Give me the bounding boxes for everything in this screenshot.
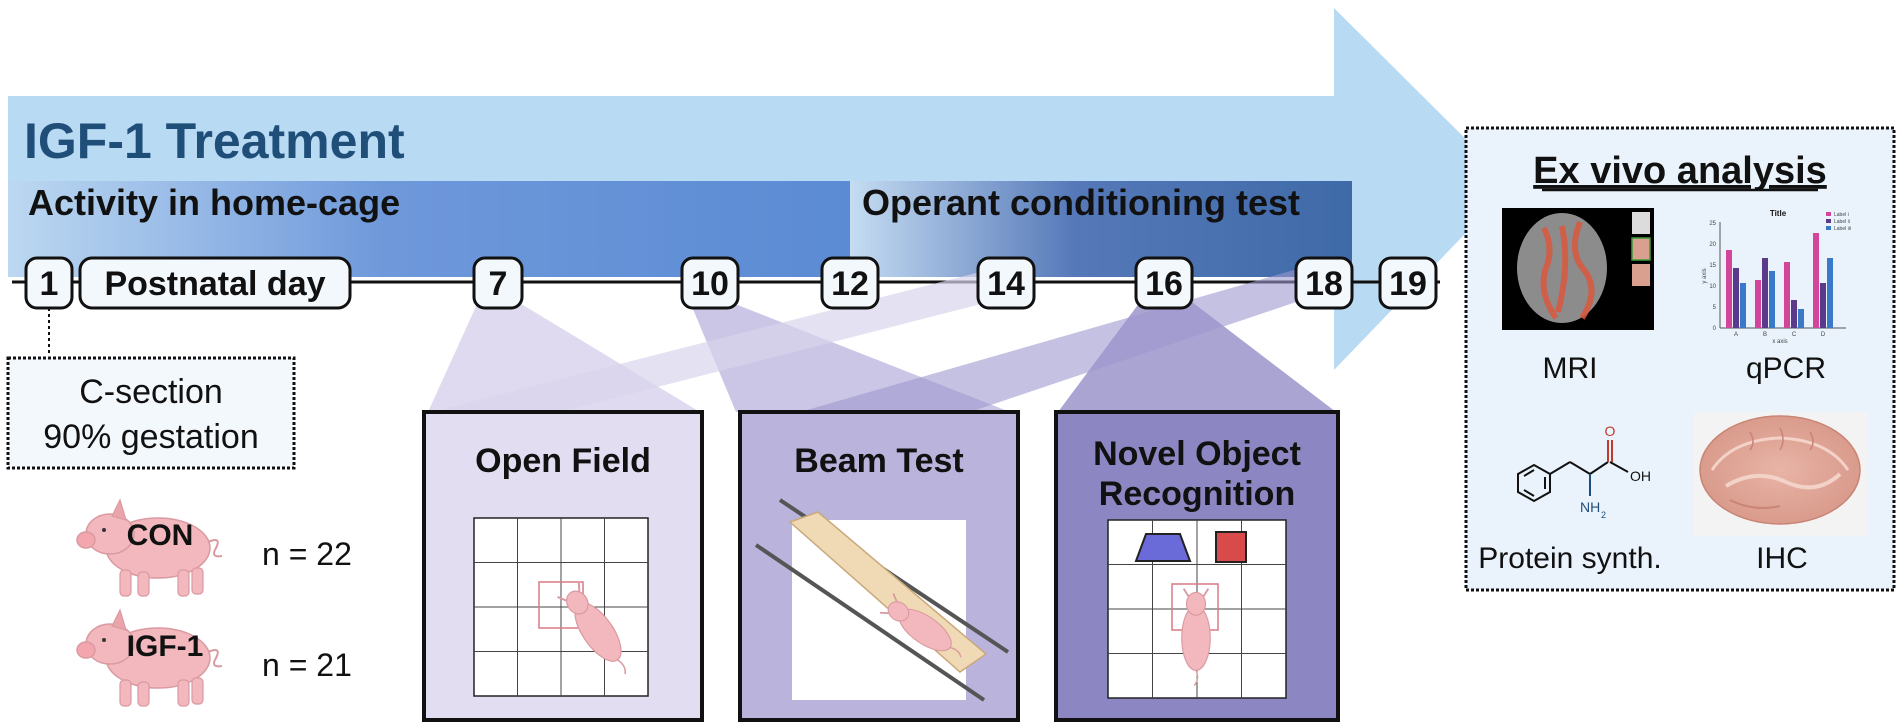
qpcr-ytick: 0: [1713, 326, 1717, 332]
group-igf1-n: n = 21: [262, 647, 352, 683]
qpcr-xlabel: x axis: [1772, 339, 1787, 345]
nor-title-line1: Novel Object: [1093, 435, 1301, 473]
mri-label: MRI: [1543, 352, 1598, 385]
qpcr-xtick: B: [1763, 332, 1767, 338]
molecule-o-label: O: [1605, 423, 1616, 439]
qpcr-xtick: D: [1821, 332, 1826, 338]
day-pill-10: 10: [680, 256, 740, 310]
day-pill-12: 12: [820, 256, 880, 310]
operant-label: Operant conditioning test: [862, 182, 1300, 223]
protein-synth-label: Protein synth.: [1478, 542, 1661, 575]
day-pill-18: 18: [1294, 256, 1354, 310]
axis-label: Postnatal day: [104, 265, 325, 303]
beam-test-title: Beam Test: [794, 442, 963, 480]
birth-note-line2: 90% gestation: [43, 418, 259, 456]
molecule-oh-label: OH: [1630, 468, 1651, 484]
day-label: 18: [1305, 265, 1343, 303]
qpcr-ytick: 15: [1709, 263, 1716, 269]
operant-band: [850, 181, 1352, 277]
day-pill-14: 14: [976, 256, 1036, 310]
ihc-label: IHC: [1756, 542, 1808, 575]
trapezoid-object-icon: [1134, 533, 1192, 562]
qpcr-legend: Label i: [1834, 212, 1849, 218]
qpcr-xtick: A: [1734, 332, 1738, 338]
qpcr-chart: Title 0 5 10 15 20 25 A B C D x axis y a…: [1702, 209, 1851, 345]
day-pill-16: 16: [1134, 256, 1194, 310]
day-label: 16: [1145, 265, 1183, 303]
molecule-icon: [1517, 440, 1629, 503]
day-label: 19: [1389, 265, 1427, 303]
qpcr-xtick: C: [1792, 332, 1797, 338]
day-pill-19: 19: [1378, 256, 1438, 310]
molecule-nh2-label: NH: [1580, 499, 1600, 515]
beam-apparatus: [754, 498, 1010, 702]
open-field-arena: [473, 517, 649, 697]
day-label: 1: [40, 265, 59, 303]
qpcr-label: qPCR: [1746, 352, 1826, 385]
qpcr-legend: Label iii: [1834, 226, 1851, 232]
postnatal-day-pill: Postnatal day: [78, 256, 352, 310]
day-label: 14: [987, 265, 1025, 303]
birth-note-line1: C-section: [79, 373, 223, 411]
qpcr-ytick: 5: [1713, 305, 1717, 311]
group-con-label: CON: [127, 519, 194, 552]
birth-note-box: [6, 356, 296, 470]
home-cage-label: Activity in home-cage: [28, 182, 400, 223]
nor-title-line2: Recognition: [1099, 475, 1295, 513]
qpcr-ylabel: y axis: [1702, 268, 1708, 283]
day-label: 7: [489, 265, 508, 303]
group-con-n: n = 22: [262, 536, 352, 572]
day-label: 10: [691, 265, 729, 303]
qpcr-ytick: 25: [1709, 221, 1716, 227]
group-igf1-label: IGF-1: [127, 630, 204, 663]
ihc-brain-image: [1694, 412, 1868, 536]
ex-vivo-title: Ex vivo analysis: [1533, 150, 1827, 192]
square-object-icon: [1215, 531, 1247, 563]
treatment-title: IGF-1 Treatment: [24, 113, 405, 169]
mri-image: [1502, 208, 1654, 330]
qpcr-chart-title: Title: [1770, 209, 1787, 218]
molecule-nh2-subscript: 2: [1601, 510, 1606, 520]
day-pill-1: 1: [24, 256, 74, 310]
open-field-title: Open Field: [475, 442, 651, 480]
qpcr-ytick: 20: [1709, 242, 1716, 248]
qpcr-legend: Label ii: [1834, 219, 1850, 225]
day-label: 12: [831, 265, 869, 303]
day-pill-7: 7: [472, 256, 524, 310]
qpcr-ytick: 10: [1709, 284, 1716, 290]
